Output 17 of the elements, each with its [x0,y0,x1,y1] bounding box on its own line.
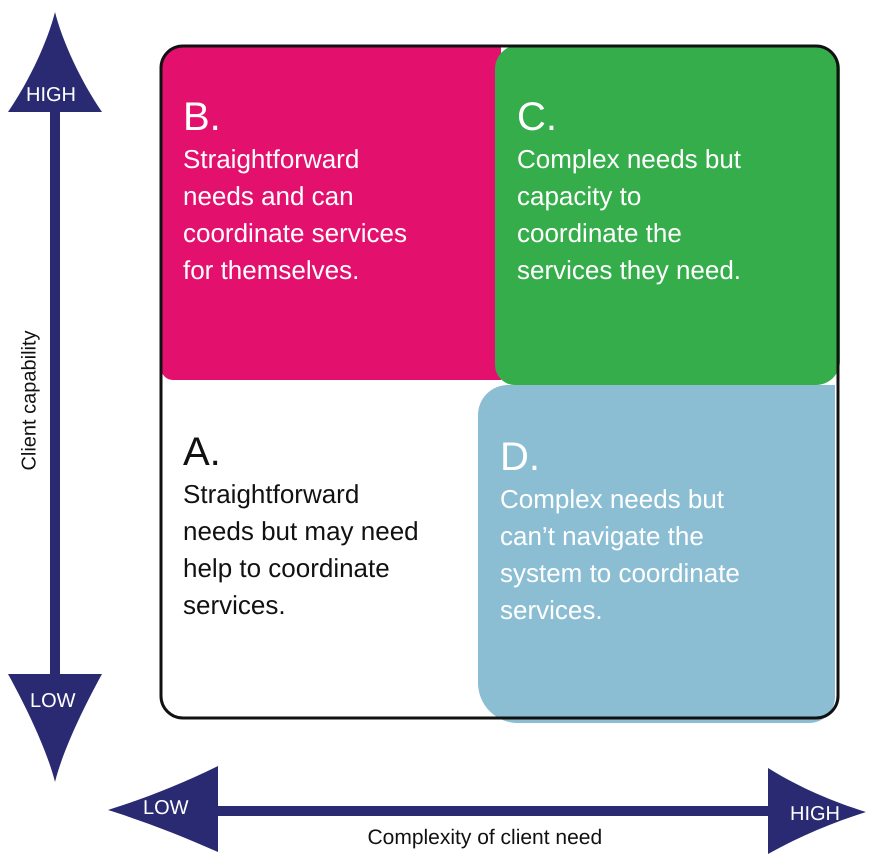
axis-title: Complexity of client need [368,826,602,850]
quadrant-letter: A. [183,429,222,476]
quadrant-letter: C. [517,94,558,141]
quadrant-description: Straightforward needs but may need help to coordinate services. [183,478,420,622]
quadrant-letter: D. [500,434,541,481]
quadrant-panel [478,385,835,723]
quadrant-description: Complex needs but capacity to coordinate the services they need. [517,143,742,287]
quadrant-panel [161,45,501,380]
quadrant-panel [495,45,840,385]
axis-end-label: HIGH [26,84,76,107]
axis-end-label: LOW [143,797,189,820]
axis-end-label: HIGH [790,803,840,826]
axis-title: Client capability [18,330,42,470]
quadrant-description: Complex needs but can’t navigate the system to coordinate services. [500,483,741,627]
axis-end-label: LOW [30,690,76,713]
quadrant-description: Straightforward needs and can coordinate services for themselves. [183,143,408,287]
quadrant-letter: B. [183,94,222,141]
